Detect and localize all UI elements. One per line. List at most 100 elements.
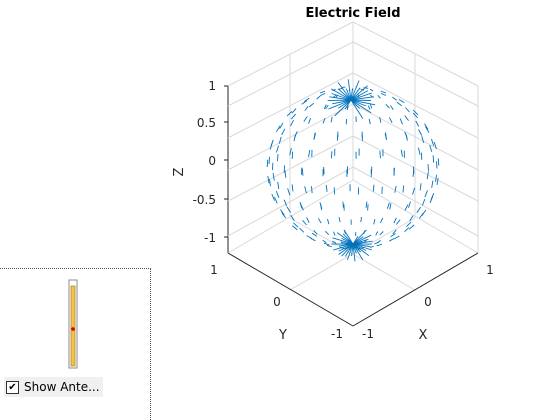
field-arrow [318,218,322,224]
field-arrow [268,179,271,187]
field-arrow [319,90,326,94]
chart-title: Electric Field [305,6,400,21]
field-arrow [433,141,437,149]
field-arrow [380,92,387,96]
pole-arrow [337,99,352,109]
field-arrow [408,224,415,230]
field-arrow [376,243,383,247]
pole-arrow [344,243,354,257]
field-arrow [421,136,425,144]
field-arrow [392,96,397,101]
field-arrow [369,104,373,109]
field-arrow [284,170,287,178]
show-antenna-checkbox[interactable]: ✔ [6,380,19,394]
field-arrow [379,217,384,224]
pole-arrow [345,88,352,101]
pole-arrow [334,99,352,117]
pole-arrow [331,93,352,101]
z-axis-label: Z [172,167,187,176]
z-tick-label: -0.5 [193,193,216,207]
field-arrow [332,240,337,244]
field-arrow [326,244,332,248]
show-antenna-toggle[interactable]: ✔ Show Ante... [4,377,103,397]
dipole-antenna-icon[interactable] [68,278,78,370]
field-arrow [389,203,392,210]
pole-arrow [347,79,352,101]
field-arrow [306,217,310,223]
field-arrow [289,148,292,156]
pole-arrow [332,237,354,245]
x-tick-label: -1 [362,327,374,341]
field-arrow [292,225,298,231]
field-arrow [374,241,380,245]
field-arrow [412,187,416,195]
field-arrow [272,173,275,181]
field-arrow [370,94,374,99]
field-arrow [392,229,397,235]
field-arrow [404,115,409,121]
field-arrow [429,144,433,152]
pole-arrow [341,243,354,257]
field-arrow [278,136,282,144]
field-arrow [299,227,305,233]
pole-arrow [352,240,373,245]
field-arrow [365,201,368,208]
field-arrow [405,221,412,228]
pole-arrow [350,96,374,101]
field-arrow [325,230,330,236]
y-axis-label: Y [278,328,287,343]
pole-arrow [346,243,354,261]
field-arrow [266,159,269,168]
field-arrow [405,107,410,113]
pole-arrow [350,80,360,101]
field-arrow [367,105,371,110]
field-arrow [427,164,429,172]
field-arrow [426,171,429,180]
field-arrow [404,204,409,211]
pole-arrow [332,99,352,105]
field-arrow [290,113,296,120]
field-arrow [402,185,405,193]
field-arrow [435,174,438,182]
field-arrow [333,231,336,236]
pole-arrow [350,99,371,101]
field-arrow [291,184,294,192]
field-arrow [432,155,435,163]
floor-grid-2 [289,217,416,291]
field-arrow [327,218,330,225]
field-arrow [418,129,423,136]
pole-arrow [350,99,372,114]
field-arrow [416,206,421,214]
field-arrow [388,117,393,124]
field-arrow [325,104,329,110]
field-arrow [385,132,387,140]
field-arrow [290,119,294,127]
pole-arrow [330,88,352,101]
x-tick-label: 1 [486,263,494,277]
field-arrow [293,222,299,228]
field-arrow [316,95,321,100]
field-arrow [436,177,439,185]
field-arrow [372,184,375,192]
field-arrow [322,118,326,124]
y-tick-label: 0 [273,295,281,309]
field-arrow [277,181,280,190]
field-arrow [363,87,369,89]
field-arrow [393,167,395,176]
field-arrow [280,209,285,216]
field-arrow [377,94,381,99]
field-arrow [323,104,327,110]
pole-arrow [333,243,354,251]
field-arrow [303,116,308,122]
field-arrow [393,235,400,240]
field-arrow [301,168,304,176]
field-arrow [369,245,374,248]
z-tick-label: -1 [204,231,216,245]
pole-arrow [337,82,352,101]
field-arrow [360,216,362,223]
field-arrow [301,100,308,105]
pole-arrow [338,88,352,101]
pole-arrow [338,243,354,255]
pole-arrow [350,88,353,101]
